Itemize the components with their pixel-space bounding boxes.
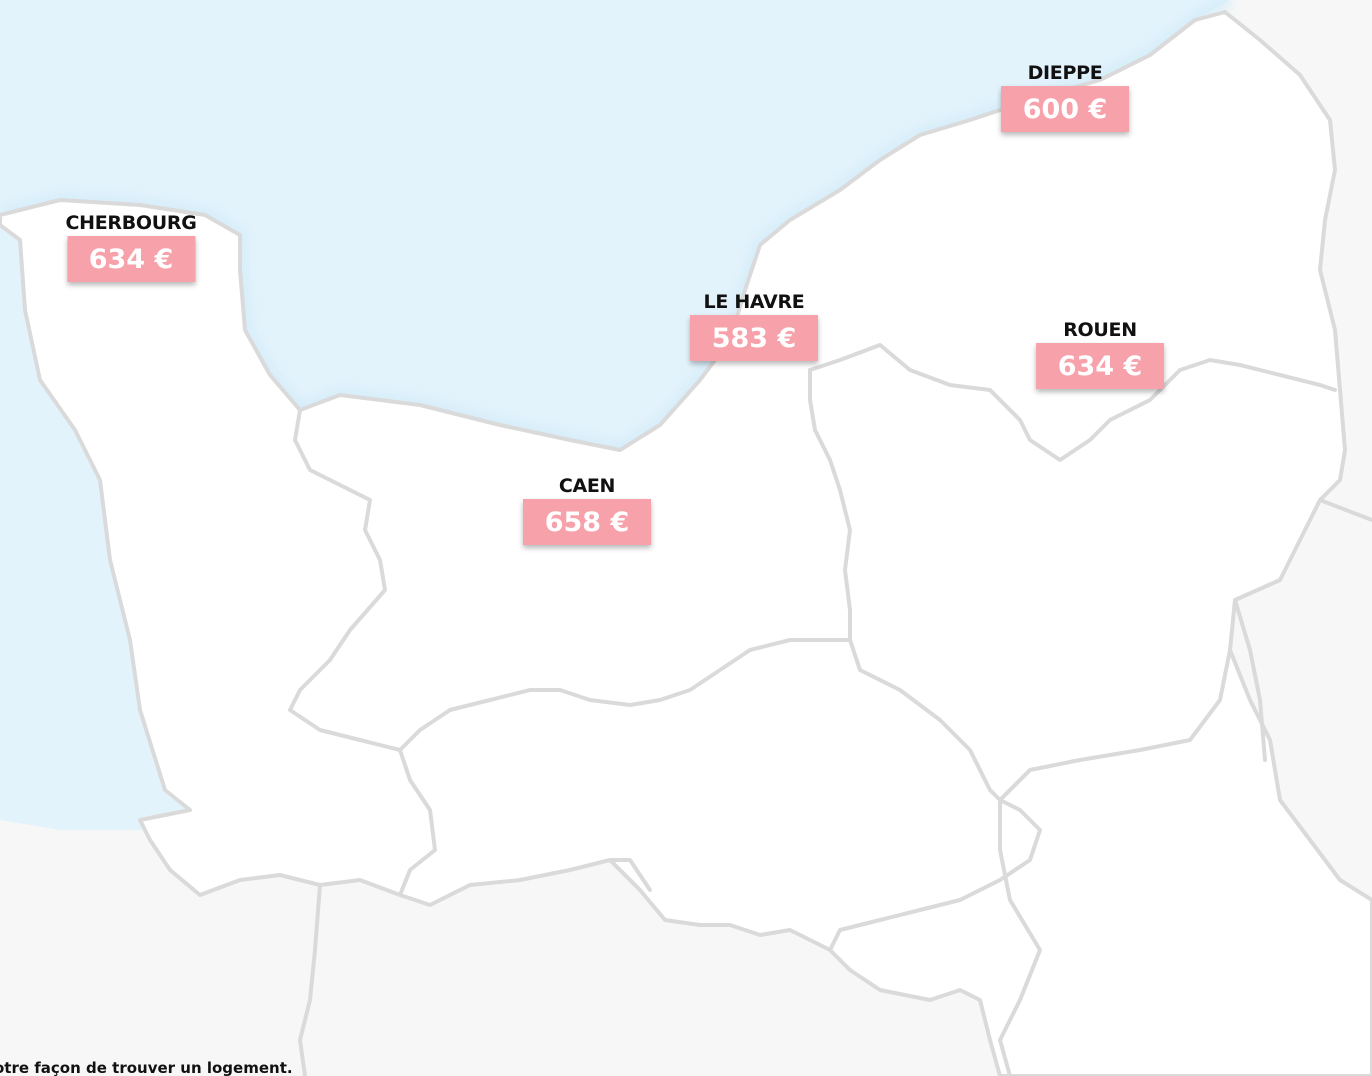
footer-tagline: otre façon de trouver un logement. — [0, 1059, 293, 1076]
city-name: DIEPPE — [1027, 62, 1103, 84]
city-name: ROUEN — [1063, 319, 1137, 341]
department-borders — [288, 343, 1372, 1076]
sea-area — [0, 0, 1230, 450]
city-name: CAEN — [558, 475, 616, 497]
city-marker-dieppe[interactable]: DIEPPE 600 € — [1001, 62, 1129, 132]
city-marker-rouen[interactable]: ROUEN 634 € — [1036, 319, 1164, 389]
city-name: CHERBOURG — [65, 212, 197, 234]
price-badge[interactable]: 600 € — [1001, 86, 1129, 132]
sea-west — [0, 225, 190, 830]
price-badge[interactable]: 583 € — [690, 315, 818, 361]
city-name: LE HAVRE — [703, 291, 805, 313]
city-marker-caen[interactable]: CAEN 658 € — [523, 475, 651, 545]
price-badge[interactable]: 634 € — [1036, 343, 1164, 389]
city-marker-le-havre[interactable]: LE HAVRE 583 € — [690, 291, 818, 361]
city-marker-cherbourg[interactable]: CHERBOURG 634 € — [65, 212, 197, 282]
price-badge[interactable]: 658 € — [523, 499, 651, 545]
price-badge[interactable]: 634 € — [66, 236, 195, 282]
